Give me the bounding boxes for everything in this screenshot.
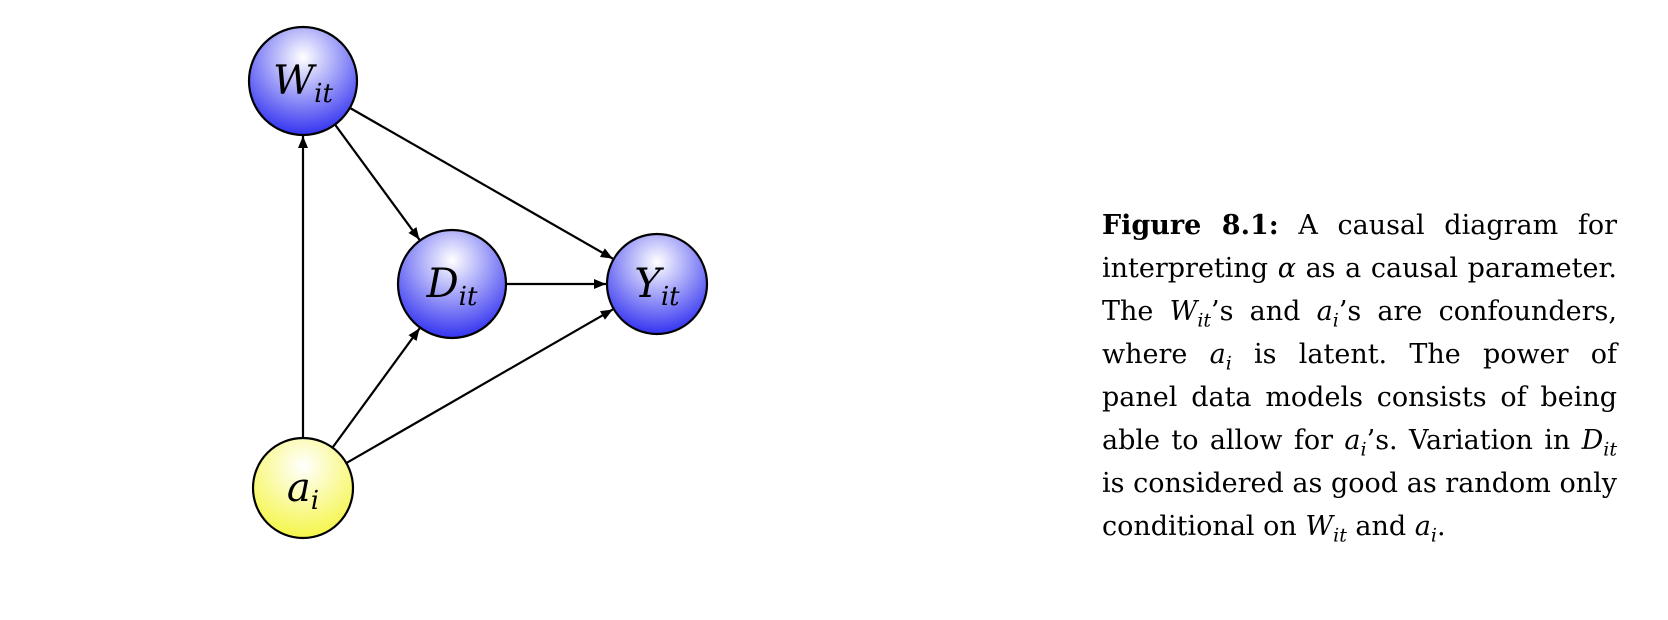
node-D: Dit <box>396 228 508 340</box>
node-label: Wit <box>273 58 333 109</box>
math-subscript: it <box>1197 309 1212 332</box>
figure-caption: Figure 8.1: A causal diagram for interpr… <box>1102 204 1617 548</box>
node-label: Yit <box>634 261 680 312</box>
caption-text: is latent. The power of panel data model… <box>1102 339 1617 456</box>
node-label-main: D <box>426 261 459 307</box>
math-var: a <box>1414 511 1431 542</box>
node-label-main: W <box>273 58 317 104</box>
math-subscript: it <box>1333 524 1347 547</box>
math-var: a <box>1209 339 1226 370</box>
node-label-subscript: i <box>311 486 319 516</box>
node-circle <box>605 232 709 336</box>
node-label-subscript: it <box>314 79 333 109</box>
alpha-symbol: α <box>1277 253 1296 284</box>
caption-text: ’s are confounders, where <box>1102 296 1617 370</box>
node-label: ai <box>287 465 319 516</box>
caption-text: is considered as good as random only con… <box>1102 468 1617 542</box>
math-subscript: i <box>1225 352 1232 375</box>
edges-layer <box>298 106 614 464</box>
math-subscript: i <box>1332 309 1339 332</box>
edge-a-to-D <box>331 327 421 449</box>
node-label-main: a <box>287 465 311 511</box>
math-var: a <box>1316 296 1333 327</box>
node-circle <box>251 436 355 540</box>
math-var: a <box>1344 425 1361 456</box>
caption-text: and <box>1346 511 1415 542</box>
caption-text: A causal diagram for interpreting <box>1102 210 1617 284</box>
math-subscript: i <box>1360 438 1367 461</box>
node-label-subscript: it <box>459 282 478 312</box>
node-label: Dit <box>426 261 478 312</box>
node-Y: Yit <box>605 232 709 336</box>
edge-W-to-Y <box>349 106 614 260</box>
caption-text: ’s and <box>1211 296 1317 327</box>
node-circle <box>247 25 359 137</box>
caption-text: ’s. Variation in <box>1366 425 1582 456</box>
node-label-main: Y <box>634 261 664 307</box>
caption-text: as a causal parameter. The <box>1102 253 1617 327</box>
edge-W-to-D <box>334 123 421 241</box>
caption-text: . <box>1436 511 1446 542</box>
node-circle <box>396 228 508 340</box>
figure-label: Figure 8.1: <box>1102 210 1279 241</box>
node-a: ai <box>251 436 355 540</box>
math-subscript: i <box>1430 524 1437 547</box>
node-W: Wit <box>247 25 359 137</box>
math-var: D <box>1581 425 1604 456</box>
math-subscript: it <box>1603 438 1617 461</box>
math-var: W <box>1305 511 1334 542</box>
node-label-subscript: it <box>661 282 680 312</box>
math-var: W <box>1169 296 1198 327</box>
edge-a-to-Y <box>345 308 614 464</box>
